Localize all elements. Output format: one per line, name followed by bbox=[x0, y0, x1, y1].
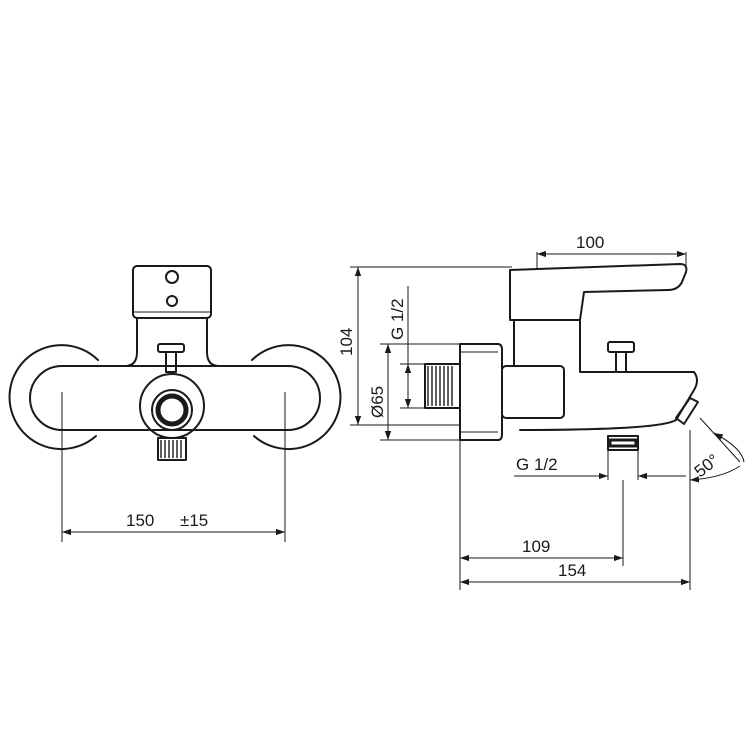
outlet-thread bbox=[155, 393, 189, 427]
handle-indicator-top bbox=[165, 270, 179, 284]
aerator bbox=[675, 397, 699, 425]
nipple-threads bbox=[160, 440, 182, 458]
dim-154-label: 154 bbox=[558, 561, 586, 580]
diverter-cap bbox=[157, 343, 185, 353]
outlet-housing bbox=[139, 373, 205, 439]
outlet-nipple bbox=[157, 437, 187, 461]
lever-handle bbox=[132, 265, 212, 319]
dim-100-label: 100 bbox=[576, 233, 604, 252]
dim-104-label: 104 bbox=[337, 328, 356, 356]
left-escutcheon bbox=[8, 344, 99, 451]
diverter-stem bbox=[165, 351, 177, 373]
mixer-neck bbox=[124, 317, 220, 367]
mixer-body bbox=[29, 365, 321, 431]
side-diverter-stem bbox=[615, 351, 627, 373]
outlet-ring bbox=[151, 389, 193, 431]
outlet-thread-label: G 1/2 bbox=[516, 455, 558, 474]
dim-109-label: 109 bbox=[522, 537, 550, 556]
inlet-nipple bbox=[424, 363, 461, 409]
front-view: 150 ±15 bbox=[8, 265, 342, 542]
side-view: 100 104 Ø65 G 1/2 G 1/2 109 154 bbox=[337, 233, 745, 590]
angle-arc bbox=[689, 465, 741, 483]
handle-indicator-bottom bbox=[166, 295, 178, 307]
dim-65-label: Ø65 bbox=[368, 386, 387, 418]
inlet-threads bbox=[427, 366, 453, 406]
side-diverter-cap bbox=[607, 341, 635, 353]
right-escutcheon bbox=[251, 344, 342, 451]
dim-tolerance-label: ±15 bbox=[180, 511, 208, 530]
body-connector bbox=[501, 365, 565, 419]
dim-150-label: 150 bbox=[126, 511, 154, 530]
inlet-thread-label: G 1/2 bbox=[388, 298, 407, 340]
angle-label: 50° bbox=[691, 450, 723, 481]
side-escutcheon bbox=[459, 343, 503, 441]
spout-body bbox=[513, 319, 698, 431]
lever bbox=[509, 263, 688, 321]
bottom-outlet bbox=[607, 435, 639, 451]
